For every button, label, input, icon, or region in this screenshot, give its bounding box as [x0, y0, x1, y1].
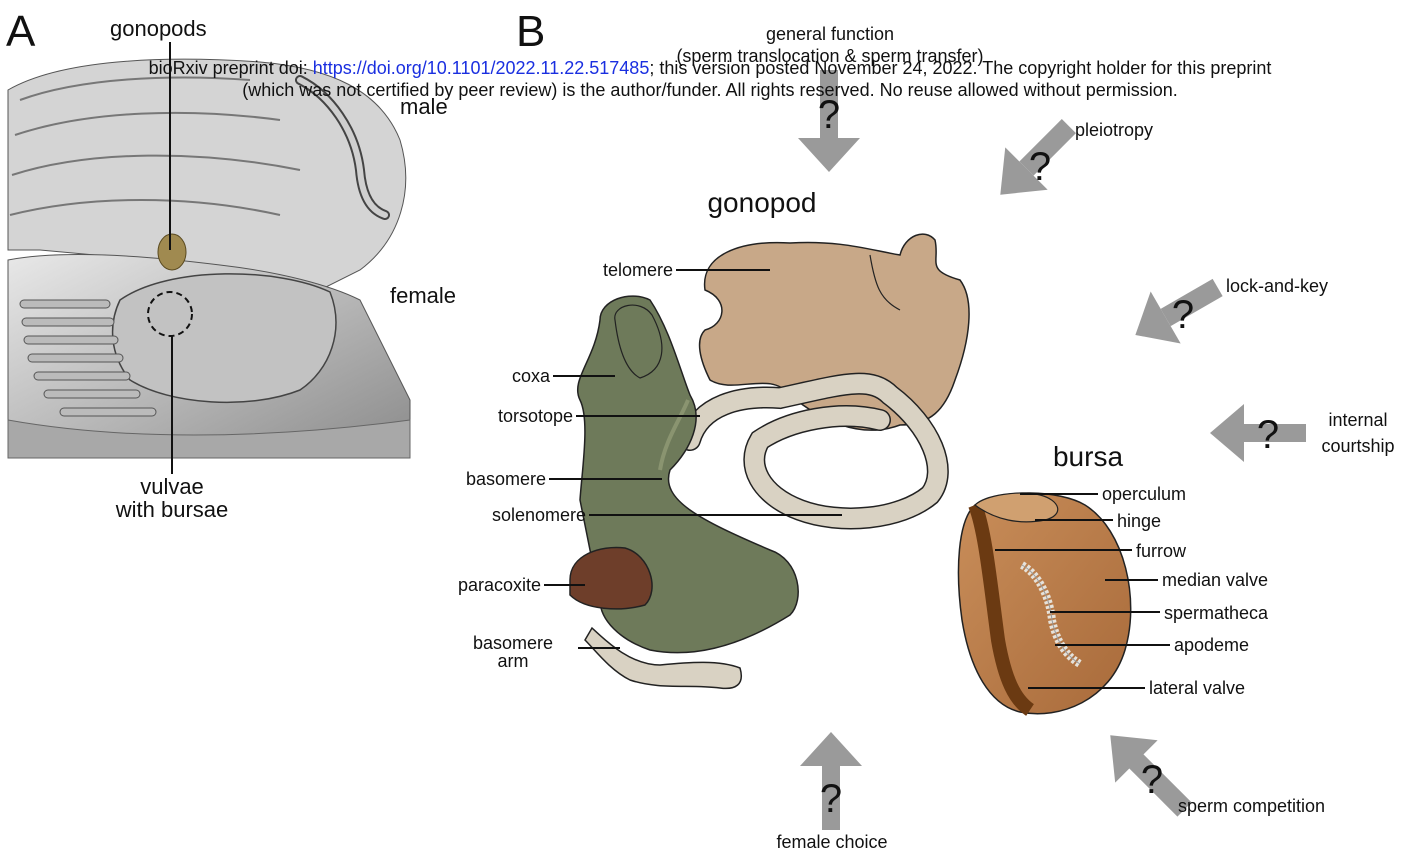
label-basomere-arm-2: arm — [498, 651, 529, 671]
label-female: female — [390, 283, 456, 308]
question-pleiotropy: ? — [1029, 145, 1051, 189]
label-hinge: hinge — [1117, 511, 1161, 531]
label-gonopods: gonopods — [110, 16, 207, 41]
label-vulvae-line1: vulvae — [140, 474, 204, 499]
panel-a-letter: A — [6, 7, 36, 56]
label-internal-courtship-2: courtship — [1321, 436, 1394, 456]
bursa-illustration — [958, 493, 1130, 714]
preprint-banner-line2: (which was not certified by peer review)… — [0, 80, 1420, 101]
label-median-valve: median valve — [1162, 570, 1268, 590]
bursa-title: bursa — [1053, 441, 1123, 472]
question-female-choice: ? — [820, 777, 842, 821]
gonopod-title: gonopod — [707, 187, 816, 218]
label-vulvae-line2: with bursae — [115, 497, 229, 522]
doi-link[interactable]: https://doi.org/10.1101/2022.11.22.51748… — [313, 58, 650, 78]
label-internal-courtship-1: internal — [1328, 410, 1387, 430]
label-sperm-competition: sperm competition — [1178, 796, 1325, 816]
label-coxa: coxa — [512, 366, 551, 386]
label-lock-and-key: lock-and-key — [1226, 276, 1328, 296]
label-female-choice: female choice — [776, 832, 887, 852]
label-operculum: operculum — [1102, 484, 1186, 504]
label-lateral-valve: lateral valve — [1149, 678, 1245, 698]
label-solenomere: solenomere — [492, 505, 586, 525]
label-spermatheca: spermatheca — [1164, 603, 1269, 623]
label-basomere-arm-1: basomere — [473, 633, 553, 653]
label-paracoxite: paracoxite — [458, 575, 541, 595]
gonopod-illustration — [570, 234, 969, 688]
question-internal-courtship: ? — [1257, 413, 1279, 457]
banner-prefix: bioRxiv preprint doi: — [149, 58, 313, 78]
banner-suffix: ; this version posted November 24, 2022.… — [649, 58, 1271, 78]
label-furrow: furrow — [1136, 541, 1187, 561]
preprint-banner-line1: bioRxiv preprint doi: https://doi.org/10… — [0, 58, 1420, 79]
millipede-illustration — [8, 59, 410, 458]
label-torsotope: torsotope — [498, 406, 573, 426]
label-basomere: basomere — [466, 469, 546, 489]
label-general-function-1: general function — [766, 24, 894, 44]
question-sperm-competition: ? — [1141, 758, 1163, 802]
label-telomere: telomere — [603, 260, 673, 280]
label-pleiotropy: pleiotropy — [1075, 120, 1153, 140]
panel-b-letter: B — [516, 7, 545, 56]
question-lock-and-key: ? — [1172, 293, 1194, 337]
panel-b: B gonopod bursa telomere coxa torsot — [458, 7, 1395, 852]
label-apodeme: apodeme — [1174, 635, 1249, 655]
